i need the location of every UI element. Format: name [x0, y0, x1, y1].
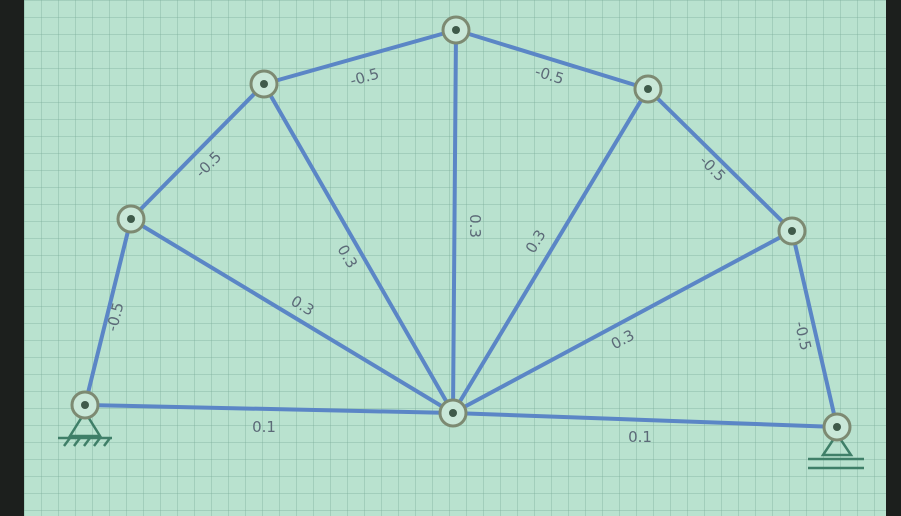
member-diagonal-1	[129, 217, 455, 415]
member-left-upper	[129, 82, 266, 221]
member-diagonal-2	[262, 82, 455, 415]
label-left-vertical: -0.5	[103, 300, 128, 333]
label-top-left: -0.5	[348, 65, 381, 90]
member-top-right	[454, 28, 650, 91]
force-labels: 0.1 0.1 -0.5 -0.5 -0.5 -0.5 -0.5 -0.5 0.…	[103, 62, 815, 446]
label-right-upper: -0.5	[696, 152, 729, 185]
member-diagonal-4	[451, 87, 650, 415]
label-center-vertical: 0.3	[466, 214, 484, 238]
label-diagonal-5: 0.3	[608, 326, 638, 353]
label-bottom-right: 0.1	[628, 428, 652, 446]
truss-members	[83, 28, 839, 429]
label-diagonal-4: 0.3	[522, 227, 550, 257]
roller-support-icon	[808, 431, 864, 470]
label-right-vertical: -0.5	[791, 320, 815, 353]
joint-left-lower	[116, 204, 146, 234]
label-top-right: -0.5	[533, 62, 566, 88]
joint-left-support	[70, 390, 100, 420]
pin-support-icon	[58, 409, 112, 447]
truss-joints	[70, 15, 852, 442]
truss-diagram: 0.1 0.1 -0.5 -0.5 -0.5 -0.5 -0.5 -0.5 0.…	[58, 15, 864, 470]
label-bottom-left: 0.1	[252, 418, 276, 436]
truss-diagram-screen: 0.1 0.1 -0.5 -0.5 -0.5 -0.5 -0.5 -0.5 0.…	[24, 0, 886, 516]
member-bottom-right	[451, 411, 839, 429]
member-bottom-left	[83, 403, 455, 415]
member-right-upper	[646, 87, 794, 233]
joint-bottom-center	[438, 398, 468, 428]
member-diagonal-5	[451, 229, 794, 415]
member-left-vertical	[83, 217, 133, 407]
member-top-left	[262, 28, 458, 86]
joint-right-upper	[633, 74, 663, 104]
member-right-vertical	[790, 229, 839, 429]
member-center-vertical	[451, 28, 458, 415]
joint-right-support	[822, 412, 852, 442]
joint-right-lower	[777, 216, 807, 246]
joint-top	[441, 15, 471, 45]
joint-left-upper	[249, 69, 279, 99]
